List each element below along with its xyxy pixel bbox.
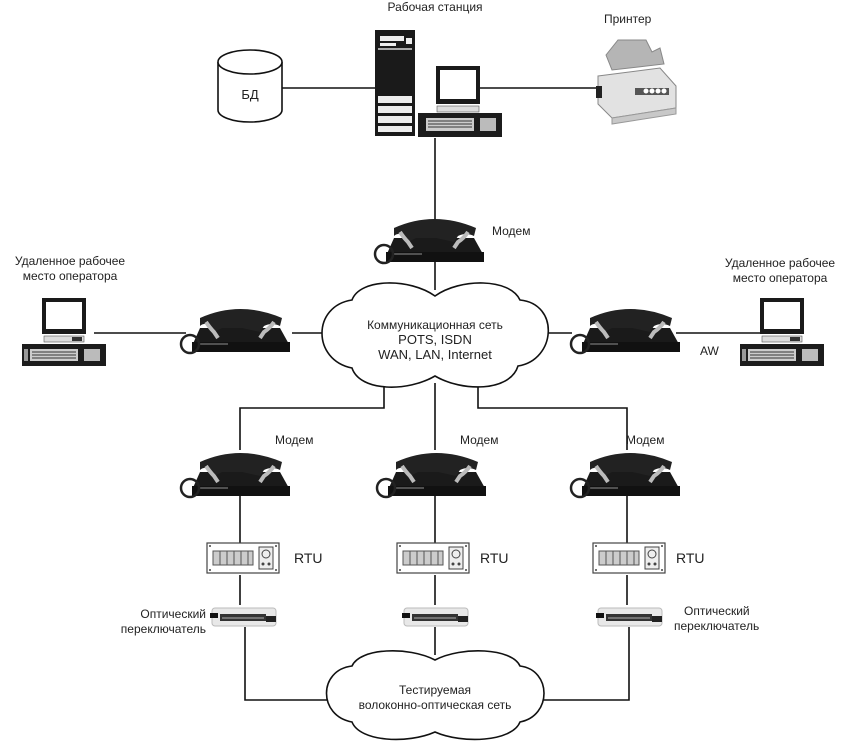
branch-right-modem-icon (569, 451, 682, 499)
link-cloud-branch-left (239, 383, 385, 450)
printer-label: Принтер (604, 12, 652, 26)
top-modem-icon (373, 217, 486, 265)
branch-right-modem-label: Модем (626, 433, 665, 447)
remote-left-label-line1: Удаленное рабочее (14, 254, 126, 268)
optical-switch-center-icon (401, 607, 469, 627)
remote-left-label-line2: место оператора (22, 269, 118, 283)
rtu-center-label: RTU (480, 550, 509, 566)
optical-switch-left-label-line1: Оптический (140, 607, 206, 621)
comm-cloud-line1: Коммуникационная сеть (367, 318, 503, 332)
remote-right-link-label: AW (700, 344, 719, 358)
branch-left-modem-icon (179, 451, 292, 499)
optical-switch-right-icon (595, 607, 663, 627)
rtu-center-icon (396, 542, 470, 574)
link-right-switch-fiber (541, 627, 630, 701)
comm-cloud-line3: WAN, LAN, Internet (378, 347, 492, 362)
top-modem-label: Модем (492, 224, 531, 238)
left-remote-modem-icon (179, 307, 292, 355)
right-remote-pc-icon (739, 297, 825, 367)
database-icon (217, 49, 283, 123)
branch-center-modem-icon (375, 451, 488, 499)
branch-left-modem-label: Модем (275, 433, 314, 447)
optical-switch-left-label-line2: переключатель (120, 622, 206, 636)
optical-switch-right-label-line1: Оптический (684, 604, 750, 618)
comm-cloud-line2: POTS, ISDN (398, 332, 472, 347)
database-label: БД (241, 87, 259, 102)
rtu-left-label: RTU (294, 550, 323, 566)
left-remote-pc-icon (21, 297, 107, 367)
optical-switch-left-icon (209, 607, 277, 627)
connection-lines (94, 87, 762, 701)
optical-switch-right-label-line2: переключатель (674, 619, 760, 633)
communication-cloud-shape (321, 282, 550, 388)
workstation-monitor-icon (418, 66, 502, 137)
branch-center-modem-label: Модем (460, 433, 499, 447)
remote-right-label-line2: место оператора (732, 271, 828, 285)
right-remote-modem-icon (569, 307, 682, 355)
rtu-right-icon (592, 542, 666, 574)
workstation-label: Рабочая станция (387, 0, 483, 14)
link-cloud-branch-right (477, 383, 628, 450)
printer-icon (596, 39, 677, 125)
remote-right-label-line1: Удаленное рабочее (724, 256, 836, 270)
rtu-right-label: RTU (676, 550, 705, 566)
rtu-left-icon (206, 542, 280, 574)
workstation-tower-icon (375, 30, 415, 136)
link-left-switch-fiber (244, 627, 328, 701)
fiber-cloud-line2: волоконно-оптическая сеть (358, 698, 512, 712)
fiber-cloud-line1: Тестируемая (398, 683, 472, 697)
fiber-cloud-shape (325, 650, 545, 741)
